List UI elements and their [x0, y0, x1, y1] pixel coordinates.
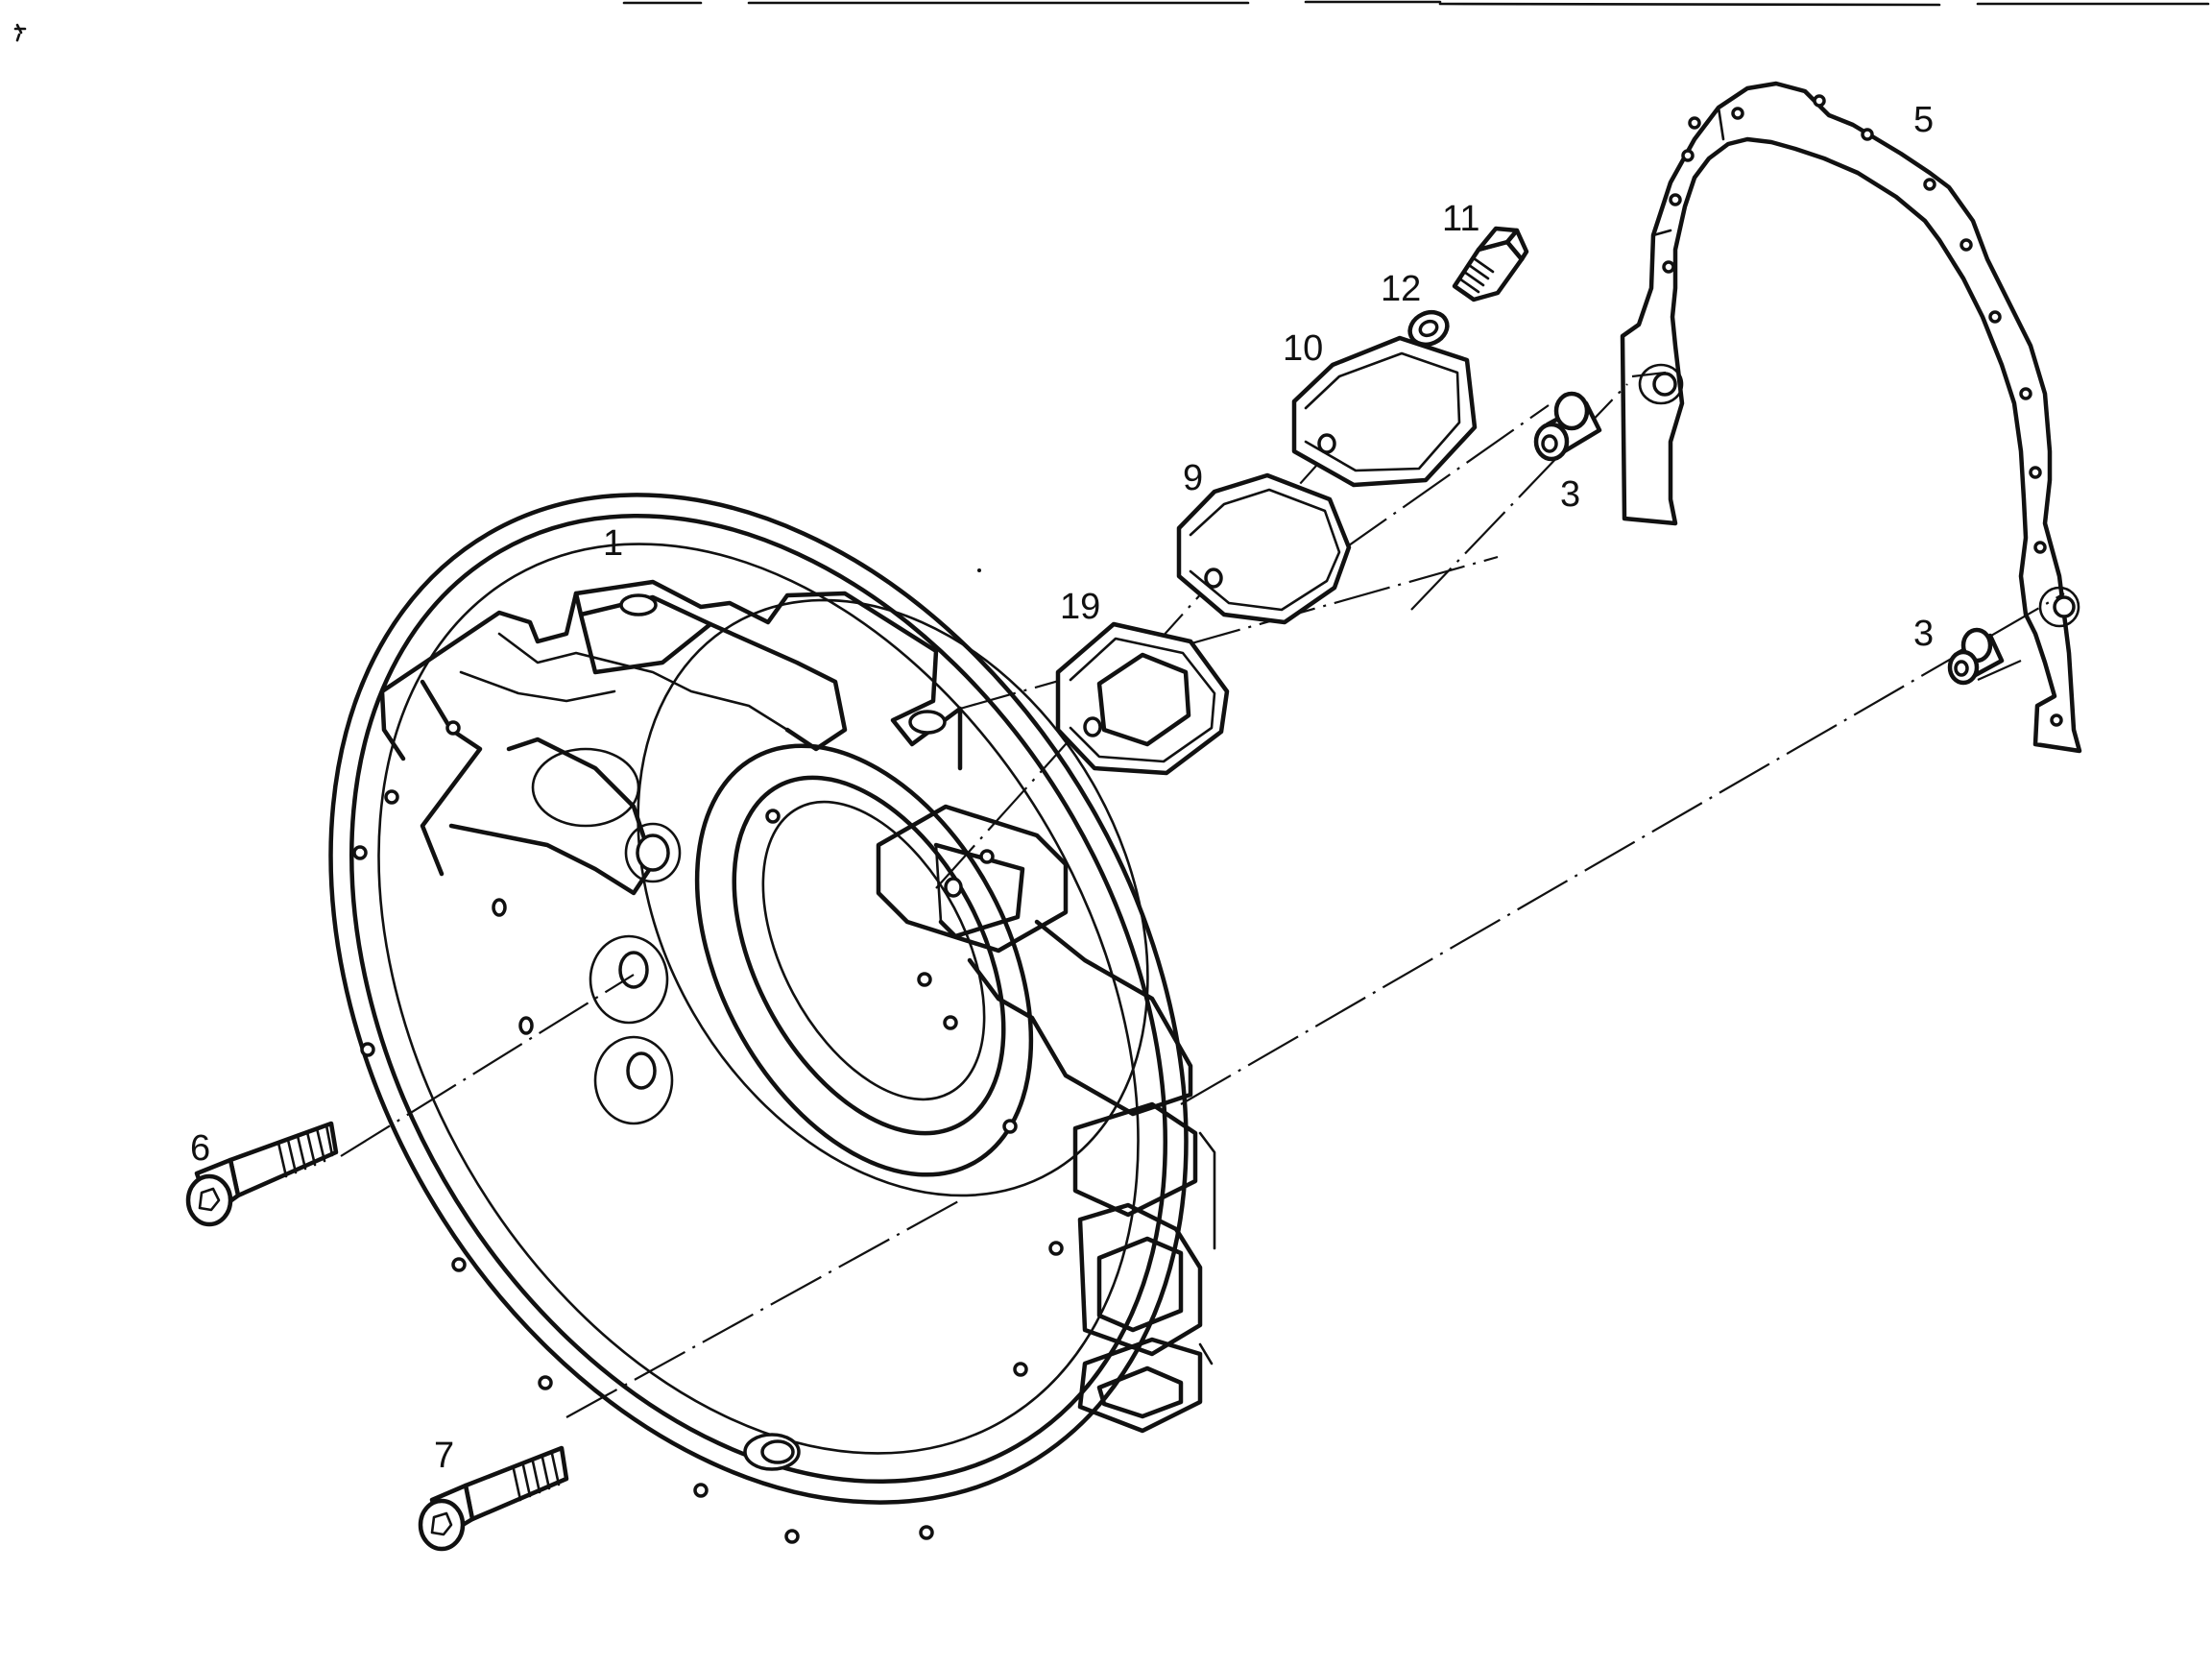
- hex-bolt: [1452, 226, 1529, 302]
- gasket: [1620, 81, 2082, 754]
- callout-3-lower: 3: [1913, 614, 1934, 654]
- callout-10: 10: [1283, 328, 1323, 369]
- corner-mark: [13, 23, 27, 42]
- callout-labels: 1 3 3 5 6 7 9 10 11 12 19: [190, 100, 1934, 1476]
- flange-bolt-holes: [352, 720, 1064, 1544]
- dowel-sleeve-lower: [1947, 627, 2005, 686]
- gasket-plate: [1176, 472, 1352, 625]
- washer: [1407, 309, 1450, 348]
- callout-5: 5: [1913, 100, 1934, 140]
- callout-6: 6: [190, 1128, 210, 1169]
- callout-3-upper: 3: [1560, 474, 1580, 515]
- cover-plate: [1291, 335, 1478, 488]
- socket-screw-long: [418, 1445, 569, 1552]
- callout-19: 19: [1060, 587, 1100, 627]
- callout-1: 1: [603, 523, 623, 564]
- stray-dot: [977, 568, 981, 572]
- dowel-sleeve-upper: [1533, 391, 1602, 462]
- window-gasket: [1055, 621, 1230, 776]
- callout-11: 11: [1442, 199, 1479, 239]
- flywheel-housing: [328, 493, 1216, 1544]
- callout-7: 7: [434, 1436, 454, 1476]
- callout-9: 9: [1183, 458, 1203, 498]
- top-border-marks: [622, 0, 2210, 7]
- socket-screw-short: [185, 1121, 339, 1227]
- callout-12: 12: [1381, 269, 1421, 309]
